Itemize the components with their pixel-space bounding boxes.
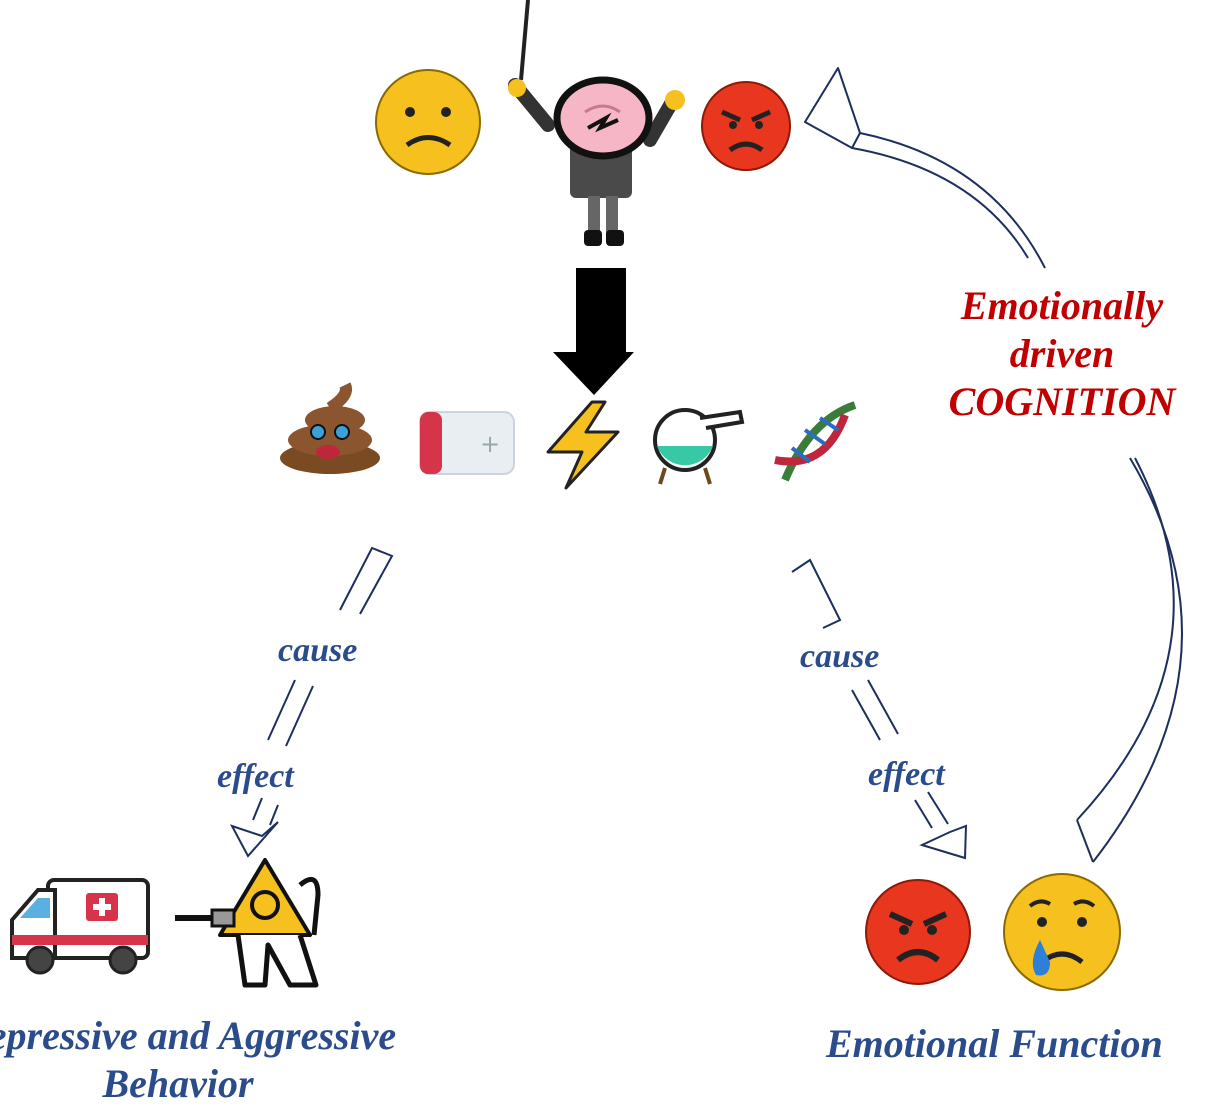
cause-right-label: cause (800, 638, 880, 675)
bottom-left-line-1: Depressive and Aggressive (0, 1013, 397, 1058)
effect-right-label: effect (868, 756, 945, 793)
feedback-arrow (804, 67, 1183, 863)
ambulance-icon (10, 878, 150, 975)
cognition-line-1: Emotionally (960, 283, 1164, 328)
crying-face-icon (1003, 873, 1121, 991)
lightning-icon (546, 400, 620, 490)
effect-left-label: effect (217, 758, 294, 795)
low-battery-icon: + (419, 411, 515, 475)
poop-icon (280, 382, 380, 474)
bottom-right-label: Emotional Function (826, 1021, 1163, 1066)
cognition-line-2: driven (1009, 331, 1115, 376)
left-hollow-arrow (229, 546, 394, 858)
angry-face-bottom-icon (865, 879, 971, 985)
cognition-label: Emotionally driven COGNITION (922, 282, 1202, 426)
right-hollow-arrow (791, 558, 968, 860)
biohazard-figure-icon (175, 858, 321, 988)
flask-icon (653, 408, 745, 485)
bottom-left-line-2: Behavior (102, 1061, 254, 1106)
sad-face-icon (375, 69, 481, 175)
brain-conductor-icon (508, 76, 685, 246)
bottom-left-label: Depressive and Aggressive Behavior (0, 1012, 418, 1108)
down-arrow (553, 268, 634, 395)
dna-icon (774, 401, 857, 482)
svg-text:+: + (480, 430, 500, 458)
baton (519, 0, 530, 81)
cognition-line-3: COGNITION (948, 379, 1176, 424)
cause-left-label: cause (278, 632, 358, 669)
angry-face-icon (701, 81, 791, 171)
